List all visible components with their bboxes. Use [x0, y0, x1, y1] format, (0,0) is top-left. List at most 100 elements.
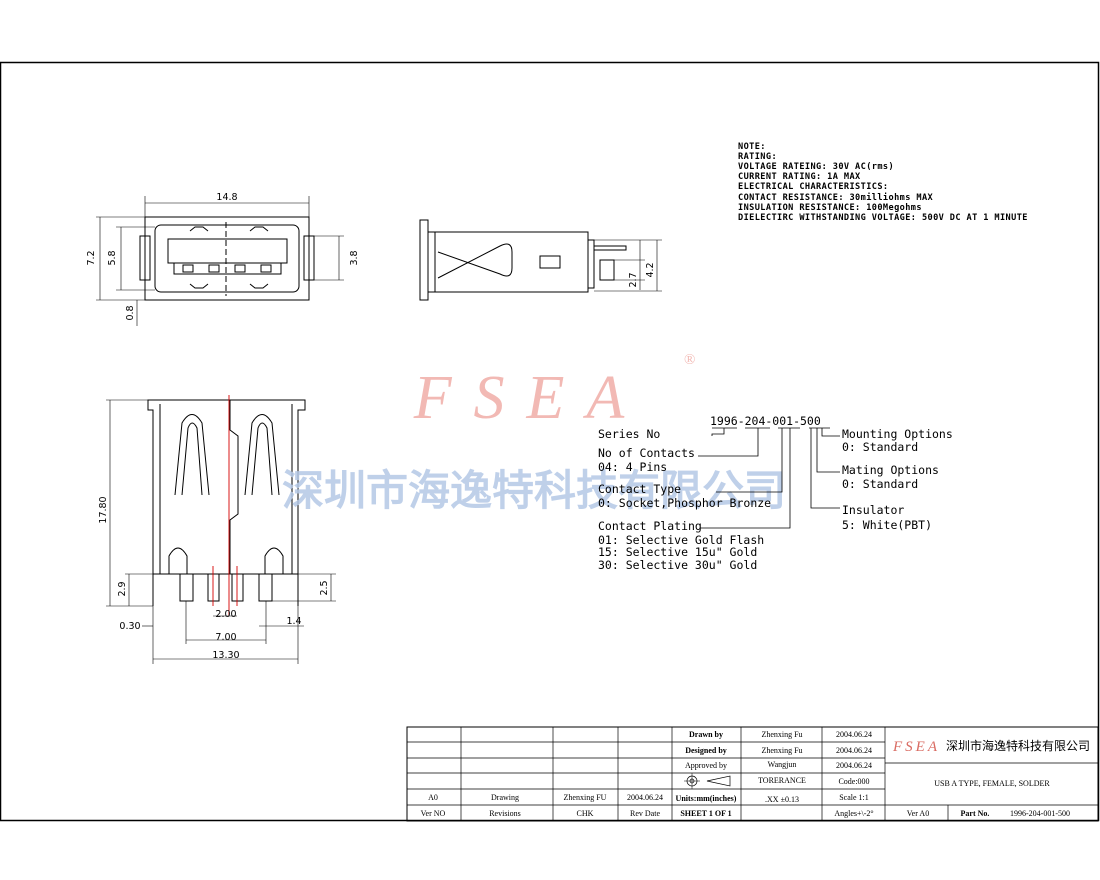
plating-value: 01: Selective Gold Flash [598, 533, 764, 547]
angles-value: Angles+\-2° [834, 809, 873, 818]
dim-total-width: 13.30 [212, 650, 239, 661]
series-label: Series No [598, 427, 660, 441]
contact-3 [234, 264, 246, 273]
contacts-value: 04: 4 Pins [598, 460, 667, 474]
contact-4 [260, 264, 272, 273]
spring-left-outer [174, 414, 210, 496]
dim-top-offset: 0.8 [125, 305, 136, 320]
plating-label: Contact Plating [598, 519, 702, 533]
note-line: VOLTAGE RATEING: 30V AC(rms) [738, 162, 894, 172]
side-tail [587, 239, 595, 289]
units-value: Units:mm(inches) [676, 794, 737, 803]
note-line: CURRENT RATING: 1A MAX [738, 172, 861, 182]
drawn-name: Zhenxing Fu [761, 730, 802, 739]
header-chk: CHK [577, 809, 594, 818]
mounting-label: Mounting Options [842, 427, 953, 441]
dim-pin-pitch: 2.00 [215, 609, 236, 620]
note-line: INSULATION RESISTANCE: 100Megohms [738, 203, 922, 213]
dim-top-height-outer: 7.2 [86, 250, 97, 265]
latch-bottom-right [249, 283, 269, 289]
mounting-value: 0: Standard [842, 440, 918, 454]
watermark-company: 深圳市海逸特科技有限公司 [282, 468, 786, 515]
part-value: 1996-204-001-500 [1010, 809, 1070, 818]
approved-name: Wangjun [768, 760, 797, 769]
housing-outline [144, 216, 310, 301]
approved-label: Approved by [685, 761, 727, 770]
insulator-label: Insulator [842, 503, 904, 517]
side-body [428, 231, 589, 293]
watermark-registered: ® [684, 352, 695, 368]
header-ver: Ver NO [421, 809, 446, 818]
contact-type-value: 0: Socket,Phosphor Bronze [598, 496, 771, 510]
drawn-label: Drawn by [689, 730, 723, 739]
mating-label: Mating Options [842, 463, 939, 477]
dim-right-height: 3.8 [349, 250, 360, 265]
drawing-title: USB A TYPE, FEMALE, SOLDER [934, 779, 1050, 788]
dim-top-width: 14.8 [216, 192, 237, 203]
designed-date: 2004.06.24 [836, 746, 872, 755]
drawn-date: 2004.06.24 [836, 730, 872, 739]
notes-block: NOTE: RATING: VOLTAGE RATEING: 30V AC(rm… [738, 142, 1027, 223]
title-company: 深圳市海逸特科技有限公司 [946, 738, 1090, 753]
scale-value: Scale 1:1 [839, 793, 869, 802]
designed-label: Designed by [685, 746, 727, 755]
insulator-value: 5: White(PBT) [842, 518, 932, 532]
rev-date: 2004.06.24 [627, 793, 663, 802]
rev-desc: Drawing [491, 793, 519, 802]
leg-left [168, 547, 188, 574]
latch-top-right [249, 226, 269, 232]
contact-1 [182, 264, 194, 273]
side-slot [539, 255, 561, 269]
left-tab [139, 235, 151, 281]
contact-2 [208, 264, 220, 273]
tongue-bottom [173, 262, 282, 275]
side-spring [437, 243, 513, 279]
note-line: RATING: [738, 152, 777, 162]
side-pin-lower [599, 259, 615, 281]
approved-date: 2004.06.24 [836, 761, 872, 770]
spring-right-inner [251, 422, 273, 496]
note-line: ELECTRICAL CHARACTERISTICS: [738, 182, 889, 192]
part-label: Part No. [961, 809, 990, 818]
note-line: CONTACT RESISTANCE: 30milliohms MAX [738, 192, 934, 203]
code-value: Code:000 [838, 777, 869, 786]
spring-left-inner [181, 422, 203, 496]
watermark-logo: FSEA [413, 364, 647, 432]
title-ver: Ver A0 [907, 809, 929, 818]
plating-value: 30: Selective 30u" Gold [598, 558, 757, 572]
pin-1 [179, 573, 194, 602]
header-desc: Revisions [489, 809, 521, 818]
rev-ver: A0 [428, 793, 438, 802]
part-number-callout: 1996-204-001-500 Series No No of Contact… [598, 414, 953, 572]
pin-3 [231, 573, 244, 602]
right-tab [303, 235, 315, 281]
header-date: Rev Date [630, 809, 660, 818]
top-view [96, 196, 344, 326]
plating-value: 15: Selective 15u" Gold [598, 545, 757, 559]
title-logo: FSEA [892, 739, 940, 755]
spring-right-outer [244, 414, 280, 496]
pin-2 [207, 573, 220, 602]
dim-pin-width: 1.4 [286, 616, 301, 627]
contact-type-label: Contact Type [598, 482, 681, 496]
tolerance-value: .XX ±0.13 [765, 795, 799, 804]
dim-front-height: 17.80 [98, 496, 109, 523]
shell-outline [154, 224, 300, 293]
contacts-label: No of Contacts [598, 446, 695, 460]
dim-front-offset: 0.30 [119, 621, 140, 632]
projection-cone-icon [706, 775, 731, 787]
dim-side-small: 2.7 [628, 272, 639, 287]
designed-name: Zhenxing Fu [761, 746, 802, 755]
mating-value: 0: Standard [842, 477, 918, 491]
part-number-code: 1996-204-001-500 [710, 414, 821, 428]
side-view [419, 219, 662, 301]
title-block [406, 726, 1099, 822]
pin-4 [258, 573, 273, 602]
drawing-border [0, 61, 1100, 822]
dim-pin-span: 7.00 [215, 632, 236, 643]
latch-bottom-left [189, 283, 209, 289]
dim-top-height-inner: 5.8 [107, 250, 118, 265]
dim-side-large: 4.2 [645, 262, 656, 277]
note-line: NOTE: [738, 142, 766, 152]
